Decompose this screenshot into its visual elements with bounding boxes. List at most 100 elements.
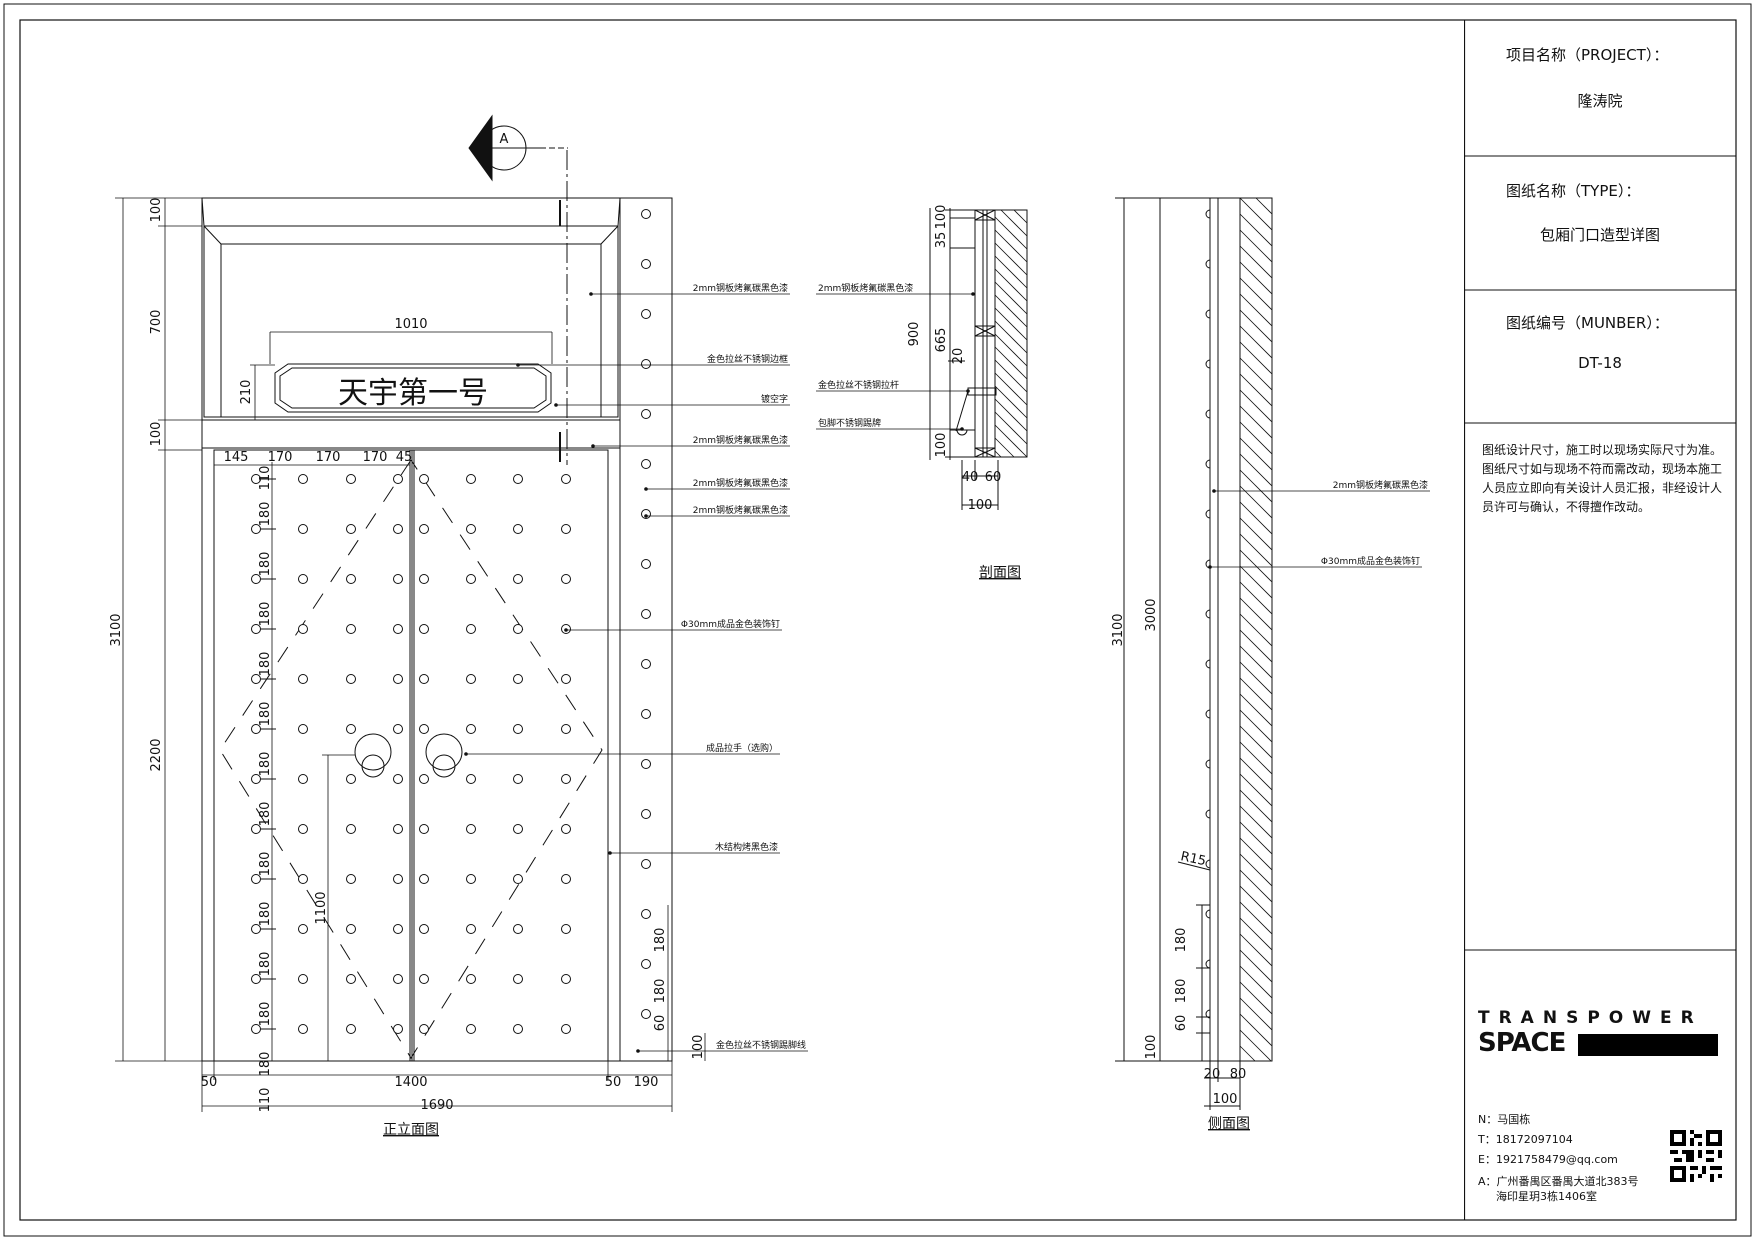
hatch-line xyxy=(1239,661,1273,695)
hatch-line xyxy=(1239,421,1273,455)
stud xyxy=(513,774,523,784)
stud xyxy=(513,574,523,584)
hatch-line xyxy=(1239,693,1273,727)
side-stud xyxy=(1205,809,1211,819)
sec-dim-100c: 100 xyxy=(968,498,993,513)
stud xyxy=(298,874,308,884)
dim-3100: 3100 xyxy=(109,613,124,646)
hatch-line xyxy=(1239,901,1273,935)
post-stud xyxy=(641,209,651,219)
post-stud xyxy=(641,1009,651,1019)
dim-top-100: 100 xyxy=(149,198,164,223)
annotation-label: 2mm钢板烤氟碳黑色漆 xyxy=(1333,479,1428,491)
side-stud xyxy=(1205,759,1211,769)
stud xyxy=(251,974,261,984)
stud xyxy=(513,624,523,634)
side-stud xyxy=(1205,459,1211,469)
post-stud xyxy=(641,659,651,669)
stud xyxy=(466,724,476,734)
front-elevation xyxy=(201,150,673,1062)
hatch-line xyxy=(1239,213,1273,247)
sec-dim-665: 665 xyxy=(934,328,949,353)
annotation-label: 金色拉丝不锈钢边框 xyxy=(707,353,788,365)
side-wall-hatch xyxy=(1239,197,1273,1062)
side-stud xyxy=(1205,859,1211,869)
hatch-line xyxy=(1239,949,1273,983)
sec-dim-40: 40 xyxy=(962,470,979,485)
side-stud xyxy=(1205,309,1211,319)
side-stud xyxy=(1205,209,1211,219)
hatch-line xyxy=(1239,277,1273,311)
hatch-line xyxy=(994,320,1028,354)
side-view xyxy=(1115,197,1273,1110)
post-stud xyxy=(641,259,651,269)
stud xyxy=(251,1024,261,1034)
brand-cell: TRANSPOWER SPACE N：马国栋 T：18172097104 E：1… xyxy=(1464,950,1736,1220)
stud xyxy=(298,974,308,984)
post-stud xyxy=(641,759,651,769)
type-value: 包厢门口造型详图 xyxy=(1539,226,1660,244)
side-view-caption: 侧面图 xyxy=(1208,1116,1250,1132)
hatch-line xyxy=(1239,821,1273,855)
hatch-line xyxy=(1239,1029,1272,1062)
side-dim-80: 80 xyxy=(1230,1067,1247,1082)
dim-left-col: 180 xyxy=(258,802,273,827)
hatch-line xyxy=(1239,1045,1256,1062)
hatch-line xyxy=(1239,309,1273,343)
dim-left-col: 180 xyxy=(258,852,273,877)
handle-left[interactable] xyxy=(354,733,392,771)
stud xyxy=(393,774,403,784)
stud xyxy=(298,474,308,484)
dim-left-col: 180 xyxy=(258,902,273,927)
annotation-label: 2mm钢板烤氟碳黑色漆 xyxy=(693,477,788,489)
section-marker-letter: A xyxy=(500,132,509,147)
side-studs xyxy=(1205,209,1211,1019)
side-stud xyxy=(1205,409,1211,419)
hatch-line xyxy=(994,398,1028,432)
hatch-line xyxy=(1239,789,1273,823)
stud xyxy=(419,724,429,734)
dim-left-col: 180 xyxy=(258,1052,273,1077)
post-stud xyxy=(641,909,651,919)
stud xyxy=(298,924,308,934)
side-dim-20: 20 xyxy=(1204,1067,1221,1082)
annotation-label: Φ30mm成品金色装饰钉 xyxy=(1321,555,1420,567)
annotation-label: 金色拉丝不锈钢拉杆 xyxy=(818,379,899,391)
hatch-line xyxy=(1239,629,1273,663)
hatch-line xyxy=(1239,453,1273,487)
stud xyxy=(466,624,476,634)
dim-left-col: 180 xyxy=(258,552,273,577)
hatch-line xyxy=(1239,1013,1273,1047)
sec-dim-20: 20 xyxy=(951,348,966,365)
stud xyxy=(419,974,429,984)
hatch-line xyxy=(994,255,1028,289)
hatch-line xyxy=(1239,405,1273,439)
side-dim-60: 60 xyxy=(1174,1015,1189,1032)
hatch-line xyxy=(1239,869,1273,903)
hatch-line xyxy=(1239,517,1273,551)
stud xyxy=(513,824,523,834)
stud xyxy=(419,624,429,634)
handle-right[interactable] xyxy=(425,733,463,771)
hatch-line xyxy=(1239,757,1273,791)
dim-left-col: 180 xyxy=(258,702,273,727)
dim-1690: 1690 xyxy=(420,1098,453,1113)
stud xyxy=(346,1024,356,1034)
stud xyxy=(419,474,429,484)
stud xyxy=(393,974,403,984)
annotation-label: 2mm钢板烤氟碳黑色漆 xyxy=(818,282,913,294)
side-dim-3000: 3000 xyxy=(1144,598,1159,631)
stud xyxy=(466,474,476,484)
hatch-line xyxy=(994,385,1028,419)
stud xyxy=(346,774,356,784)
post-stud xyxy=(641,309,651,319)
contact-address-2: 海印星玥3栋1406室 xyxy=(1496,1190,1597,1203)
stud xyxy=(346,874,356,884)
side-stud xyxy=(1205,659,1211,669)
hatch-line xyxy=(994,346,1028,380)
hatch-line xyxy=(994,229,1028,263)
stud xyxy=(466,974,476,984)
stud xyxy=(346,524,356,534)
hatch-line xyxy=(994,242,1028,276)
hatch-line xyxy=(1255,197,1273,215)
